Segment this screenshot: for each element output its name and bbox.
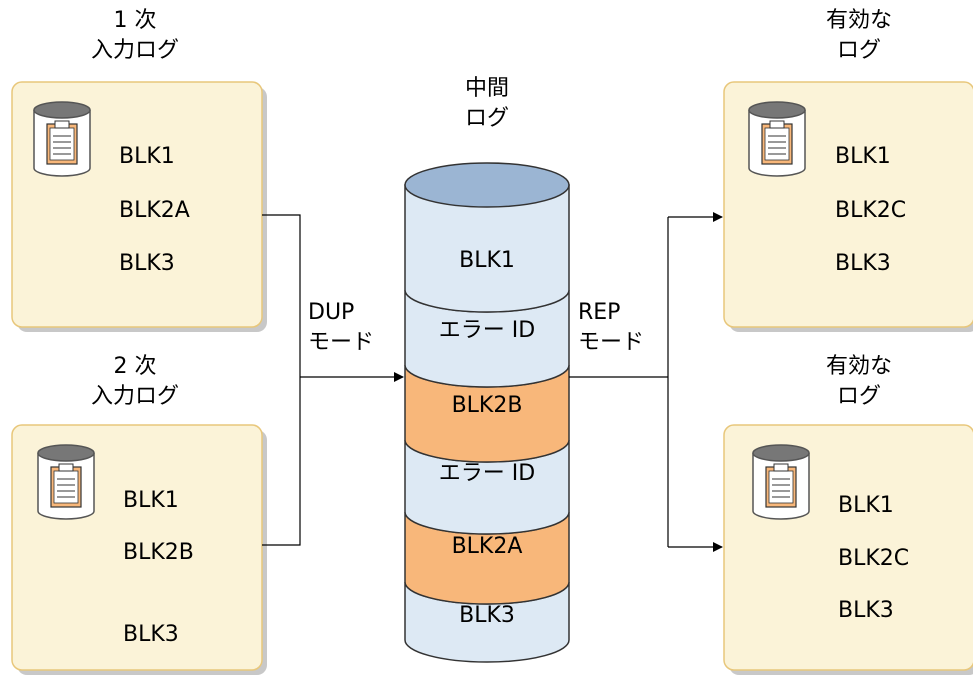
cylinder-label: エラー ID	[438, 461, 536, 486]
secondary-input-title-line1: 2 次	[113, 354, 157, 379]
cylinder-label: エラー ID	[438, 318, 536, 343]
rep-connector	[569, 212, 723, 552]
valid-log-2-block: BLK2C	[838, 546, 910, 571]
cylinder-label: BLK3	[459, 603, 515, 628]
dup-mode-line1: DUP	[308, 300, 355, 325]
cylinder-label: BLK1	[459, 248, 515, 273]
cylinder-top	[404, 162, 570, 208]
valid-log-1-title-line2: ログ	[836, 38, 881, 63]
cylinder-label: BLK2A	[451, 534, 523, 559]
valid-log-2-title-line1: 有効な	[825, 354, 892, 379]
primary-input-title-line1: 1 次	[113, 8, 157, 33]
cylinder-label: BLK2B	[451, 393, 523, 418]
secondary-input-block: BLK1	[123, 488, 179, 513]
secondary-input-title-line2: 入力ログ	[90, 384, 179, 409]
primary-input-title-line2: 入力ログ	[90, 38, 179, 63]
primary-input-block: BLK1	[119, 144, 175, 169]
log-icon	[37, 444, 95, 520]
dup-mode-line2: モード	[308, 330, 375, 355]
valid-log-1-block: BLK2C	[835, 198, 907, 223]
valid-log-2-title-line2: ログ	[836, 384, 881, 409]
secondary-input-block: BLK2B	[123, 540, 194, 565]
valid-log-1-block: BLK3	[835, 251, 891, 276]
log-icon	[748, 101, 806, 177]
log-icon	[33, 101, 91, 177]
intermediate-log-title: 中間 ログ	[422, 74, 552, 134]
valid-log-1-block: BLK1	[835, 144, 891, 169]
rep-mode-line1: REP	[578, 300, 621, 325]
rep-mode-line2: モード	[578, 330, 645, 355]
primary-input-block: BLK3	[119, 251, 175, 276]
valid-log-1-title-line1: 有効な	[825, 8, 892, 33]
valid-log-2-title: 有効な ログ	[794, 352, 924, 412]
intermediate-log-title-line1: 中間	[464, 76, 509, 101]
intermediate-log-title-line2: ログ	[464, 106, 509, 131]
valid-log-2-block: BLK1	[838, 493, 894, 518]
secondary-input-block: BLK3	[123, 622, 179, 647]
primary-input-title: 1 次 入力ログ	[70, 6, 200, 66]
valid-log-1-title: 有効な ログ	[794, 6, 924, 66]
valid-log-2-block: BLK3	[838, 598, 894, 623]
log-icon	[752, 444, 810, 520]
dup-mode-label: DUP モード	[308, 298, 398, 358]
primary-input-block: BLK2A	[119, 198, 190, 223]
rep-mode-label: REP モード	[578, 298, 668, 358]
secondary-input-title: 2 次 入力ログ	[70, 352, 200, 412]
dup-connector	[262, 214, 404, 546]
intermediate-log-cylinder	[404, 162, 570, 663]
cylinder-segment-blk1	[404, 184, 570, 313]
